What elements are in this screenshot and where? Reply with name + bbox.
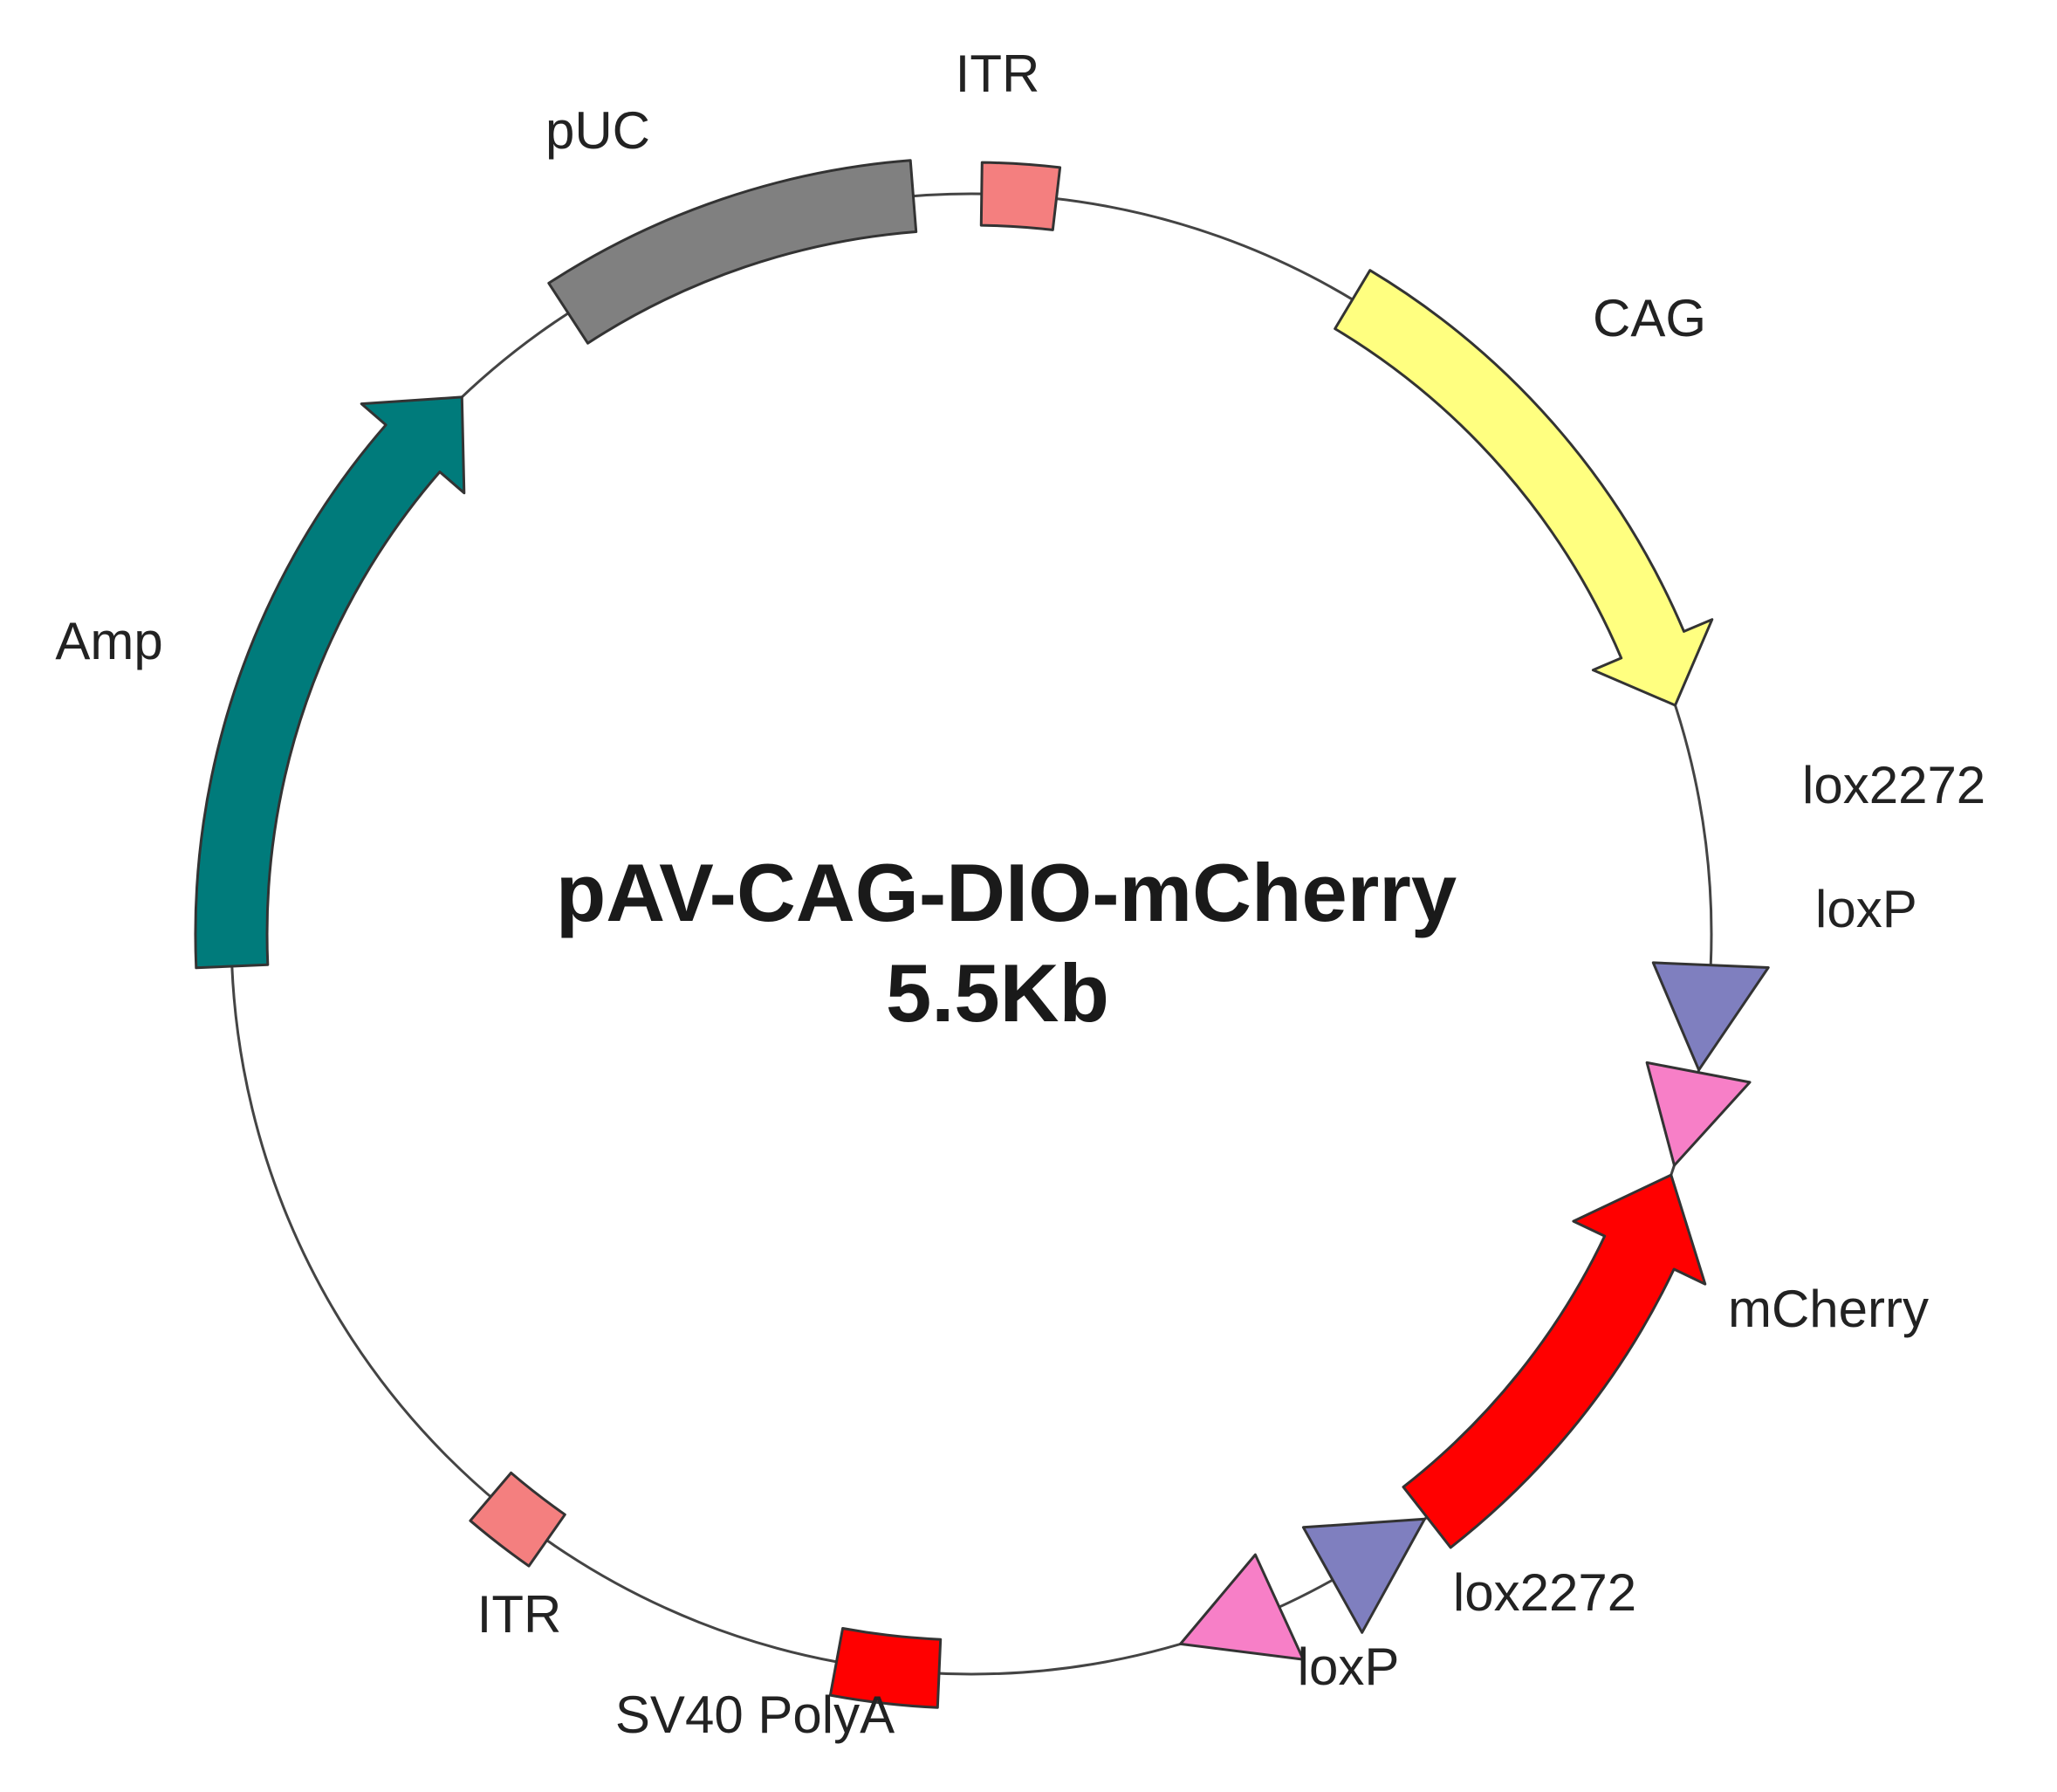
label-loxp-right: loxP <box>1815 880 1917 938</box>
feature-puc <box>547 159 918 345</box>
label-lox2272-right: lox2272 <box>1802 756 1985 814</box>
label-itr-top: ITR <box>956 45 1040 103</box>
label-sv40-polya: SV40 PolyA <box>615 1686 895 1744</box>
label-cag: CAG <box>1593 289 1706 347</box>
label-mcherry: mCherry <box>1728 1280 1929 1338</box>
feature-mcherry <box>1402 1173 1707 1549</box>
feature-itr-top <box>979 161 1062 231</box>
feature-loxp-bottom <box>1179 1553 1305 1661</box>
label-amp: Amp <box>55 612 162 670</box>
feature-cag <box>1334 269 1714 707</box>
label-loxp-bottom: loxP <box>1298 1638 1400 1696</box>
plasmid-size: 5.5Kb <box>886 947 1109 1039</box>
feature-shapes <box>194 159 1770 1709</box>
label-lox2272-bottom: lox2272 <box>1453 1563 1636 1622</box>
feature-lox2272-right <box>1651 961 1770 1072</box>
feature-lox2272-bottom <box>1301 1517 1426 1634</box>
label-itr-bottom: ITR <box>477 1585 562 1644</box>
feature-sv40-polya <box>828 1627 943 1709</box>
label-puc: pUC <box>545 101 650 160</box>
plasmid-name: pAV-CAG-DIO-mCherry <box>556 847 1457 938</box>
feature-loxp-right <box>1645 1061 1752 1167</box>
feature-amp <box>194 395 466 970</box>
feature-itr-bottom <box>469 1471 566 1568</box>
